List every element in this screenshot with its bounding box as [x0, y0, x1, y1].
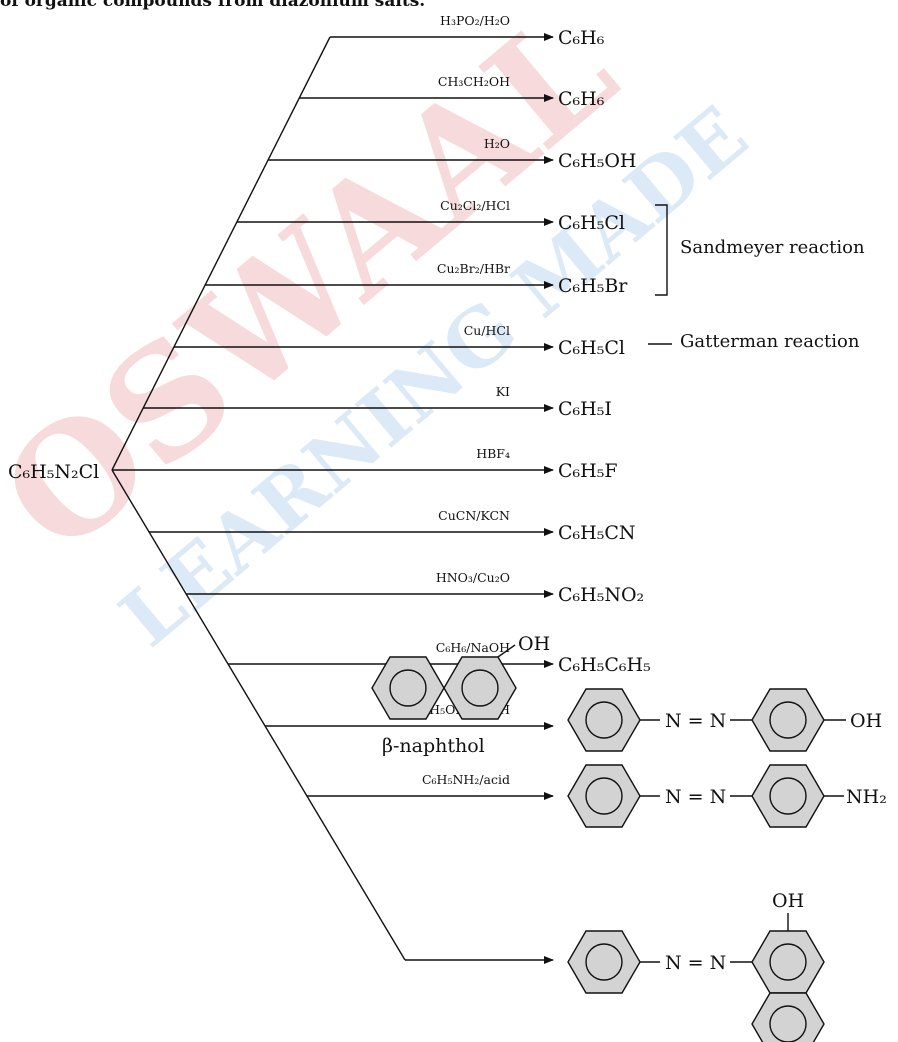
product-oh-label: OH: [772, 890, 804, 912]
azo-phenol-product: N = N OH: [567, 688, 882, 752]
benzene-ring-icon: [751, 688, 825, 752]
azo-oh-label: OH: [850, 710, 882, 732]
product-label-2: C₆H₆: [558, 88, 605, 110]
benzene-ring-icon: [567, 688, 641, 752]
product-label-7: C₆H₅I: [558, 398, 612, 420]
benzene-ring-icon: [567, 764, 641, 828]
product-label-11: C₆H₅C₆H₅: [558, 654, 651, 676]
naphthol-oh-label: OH: [518, 633, 550, 655]
sandmeyer-bracket: [655, 204, 668, 296]
reagent-label-6: Cu/HCl: [464, 323, 510, 338]
watermark: OSWAAL LEARNING MADE: [0, 0, 765, 665]
product-label-10: C₆H₅NO₂: [558, 584, 644, 606]
product-label-3: C₆H₅OH: [558, 150, 637, 172]
product-label-4: C₆H₅Cl: [558, 212, 625, 234]
product-label-8: C₆H₅F: [558, 460, 618, 482]
azo-nh2-label: NH₂: [846, 786, 887, 808]
naphthalene-ring-icon: [751, 930, 825, 1042]
reagent-label-4: Cu₂Cl₂/HCl: [440, 198, 510, 213]
lower-backbone: [111, 469, 406, 961]
reagent-label-13: C₆H₅NH₂/acid: [422, 772, 510, 787]
reagent-label-10: HNO₃/Cu₂O: [436, 570, 510, 585]
naphthol-name-label: β-naphthol: [382, 735, 485, 757]
reagent-label-1: H₃PO₂/H₂O: [440, 13, 510, 28]
reagent-label-9: CuCN/KCN: [438, 508, 510, 523]
reactant-label: C₆H₅N₂Cl: [8, 461, 99, 483]
azo-nn-2: N = N: [665, 786, 726, 808]
reagent-label-5: Cu₂Br₂/HBr: [437, 261, 510, 276]
azo-nn-3: N = N: [665, 952, 726, 974]
naphthalene-ring-icon: [371, 656, 517, 720]
reagent-label-8: HBF₄: [476, 446, 510, 461]
reagent-label-7: KI: [496, 384, 510, 399]
page-header: of organic compounds from diazonium salt…: [0, 0, 425, 11]
sandmeyer-label: Sandmeyer reaction: [680, 237, 865, 258]
benzene-ring-icon: [567, 930, 641, 994]
product-label-1: C₆H₆: [558, 27, 605, 49]
azo-amine-product: N = N NH₂: [567, 764, 887, 828]
product-label-6: C₆H₅Cl: [558, 337, 625, 359]
product-label-9: C₆H₅CN: [558, 522, 636, 544]
upper-backbone: [111, 36, 331, 471]
azo-naphthol-product: N = N OH: [567, 890, 825, 1042]
reaction-arrows: H₃PO₂/H₂O C₆H₆ CH₃CH₂OH C₆H₆ H₂O C₆H₅OH Cu₂Cl₂…: [112, 13, 651, 964]
reagent-label-11: C₆H₆/NaOH: [436, 640, 510, 655]
reagent-label-3: H₂O: [484, 136, 510, 151]
benzene-ring-icon: [751, 764, 825, 828]
gatterman-label: Gatterman reaction: [680, 331, 860, 352]
beta-naphthol-structure: OH β-naphthol: [371, 633, 550, 757]
azo-nn-1: N = N: [665, 710, 726, 732]
reagent-label-2: CH₃CH₂OH: [438, 74, 510, 89]
product-label-5: C₆H₅Br: [558, 275, 628, 297]
